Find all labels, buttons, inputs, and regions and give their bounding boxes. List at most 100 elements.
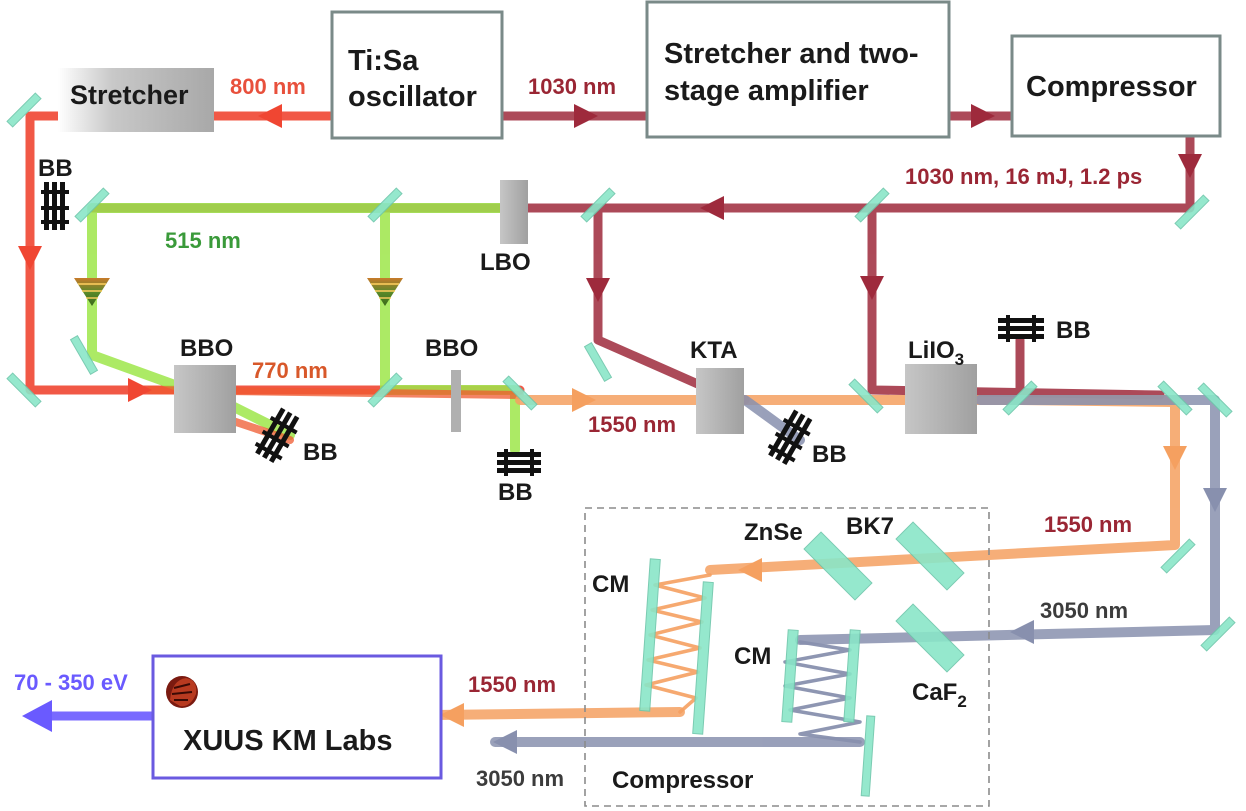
cm-label-1: CM: [592, 571, 629, 598]
kta-label: KTA: [690, 337, 738, 364]
arrow-1550-right: [572, 388, 596, 412]
wavelength-labels: 800 nm 1030 nm 1030 nm, 16 mJ, 1.2 ps 51…: [14, 74, 1142, 791]
wavelength-3050-label-2: 3050 nm: [476, 766, 564, 791]
caf2-window: [895, 603, 965, 673]
lbo-label: LBO: [480, 249, 531, 276]
arrow-800-down: [18, 246, 42, 270]
crystals: [174, 180, 977, 434]
bb-label-4: BB: [812, 441, 847, 468]
bbo-label-1: BBO: [180, 335, 233, 362]
component-labels: Stretcher BB LBO BBO BBO KTA LiIO3 BB BB…: [38, 80, 1091, 794]
cm-mirror-1b: [692, 581, 714, 735]
mirrors: [6, 92, 1236, 797]
bb-label-2: BB: [303, 439, 338, 466]
arrow-1030-right-1: [574, 104, 598, 128]
km-labs-logo: [166, 676, 198, 708]
arrow-3050-left: [1010, 620, 1034, 644]
beam-block-5: [998, 315, 1044, 342]
mirror: [1002, 380, 1038, 416]
svg-text:XUUS KM Labs: XUUS KM Labs: [183, 725, 392, 757]
mirror: [6, 372, 42, 408]
mirror: [502, 375, 538, 411]
bb-label-3: BB: [498, 479, 533, 506]
mirror: [848, 378, 884, 414]
arrow-1030-down-1: [1178, 154, 1202, 178]
cm-mirror-1a: [639, 558, 661, 712]
mirror: [1157, 380, 1193, 416]
caf2-label: CaF2: [912, 679, 967, 711]
lbo-crystal: [500, 180, 528, 244]
svg-text:oscillator: oscillator: [348, 81, 477, 113]
arrow-1550-left: [738, 558, 762, 582]
arrow-1030-down-2: [586, 278, 610, 302]
compressor-top-box: Compressor: [1010, 34, 1222, 138]
wavelength-1550-label-3: 1550 nm: [468, 672, 556, 697]
arrow-1550-down: [1163, 446, 1187, 470]
mirror: [1197, 382, 1233, 418]
beam-1550nm: [430, 395, 1180, 720]
mirror: [367, 187, 403, 223]
bk7-label: BK7: [846, 513, 894, 540]
cm-label-2: CM: [734, 643, 771, 670]
arrow-1550-left-out: [440, 703, 464, 727]
mirror: [1160, 538, 1196, 574]
bbo-crystal-1: [174, 365, 236, 433]
beam-block-4: [767, 409, 813, 466]
cm-mirror-2a: [781, 629, 799, 723]
beam-block-1: [41, 182, 69, 230]
wavelength-1550-label-1: 1550 nm: [588, 412, 676, 437]
arrows: [18, 104, 1227, 754]
svg-text:stage amplifier: stage amplifier: [664, 75, 869, 107]
bbo-crystal-2: [451, 370, 461, 432]
beam-3050nm-zigzag: [783, 640, 862, 744]
mirror: [1174, 194, 1210, 230]
wavelength-800-label: 800 nm: [230, 74, 306, 99]
mirror: [69, 334, 99, 376]
stretcher-amplifier-box: Stretcher and two- stage amplifier: [645, 0, 951, 139]
filters: [74, 278, 403, 306]
tisa-oscillator-box: Ti:Sa oscillator: [330, 10, 504, 140]
bbo-label-2: BBO: [425, 335, 478, 362]
arrow-800-left: [258, 104, 282, 128]
liio3-label: LiIO3: [908, 337, 964, 369]
filter-2: [367, 278, 403, 306]
compressor-bottom-label: Compressor: [612, 767, 753, 794]
arrow-800-right: [128, 378, 152, 402]
wavelength-1550-label-2: 1550 nm: [1044, 512, 1132, 537]
cm-mirror-2c: [860, 715, 876, 797]
beam-blocks: [41, 182, 1044, 476]
arrow-1030-down-3: [860, 276, 884, 300]
beam-1550nm-zigzag: [644, 573, 712, 714]
beam-block-3: [497, 449, 541, 476]
arrow-1030-right-2: [971, 104, 995, 128]
znse-label: ZnSe: [744, 519, 803, 546]
znse-window: [803, 531, 873, 601]
stretcher-block: [58, 68, 214, 132]
mirror: [1200, 616, 1236, 652]
xuus-box: XUUS KM Labs: [151, 654, 443, 780]
liio3-crystal: [905, 364, 977, 434]
mirror: [854, 187, 890, 223]
svg-text:Stretcher and two-: Stretcher and two-: [664, 38, 919, 70]
wavelength-770-label: 770 nm: [252, 358, 328, 383]
arrow-xuv-left: [22, 700, 52, 732]
wavelength-515-label: 515 nm: [165, 228, 241, 253]
svg-text:Ti:Sa: Ti:Sa: [348, 45, 419, 77]
mirror: [74, 187, 110, 223]
xuv-range-label: 70 - 350 eV: [14, 670, 128, 695]
bb-label-5: BB: [1056, 317, 1091, 344]
wavelength-3050-label-1: 3050 nm: [1040, 598, 1128, 623]
compressor-enclosure: [584, 507, 990, 807]
kta-crystal: [696, 368, 744, 434]
bb-label-1: BB: [38, 155, 73, 182]
stretcher-label: Stretcher: [70, 80, 189, 110]
mirror: [6, 92, 42, 128]
mirror: [367, 372, 403, 408]
arrow-1030-left: [700, 196, 724, 220]
mirror: [583, 341, 613, 383]
arrow-3050-left-out: [493, 730, 517, 754]
mirror: [580, 187, 616, 223]
filter-1: [74, 278, 110, 306]
cm-mirror-2b: [843, 629, 861, 723]
